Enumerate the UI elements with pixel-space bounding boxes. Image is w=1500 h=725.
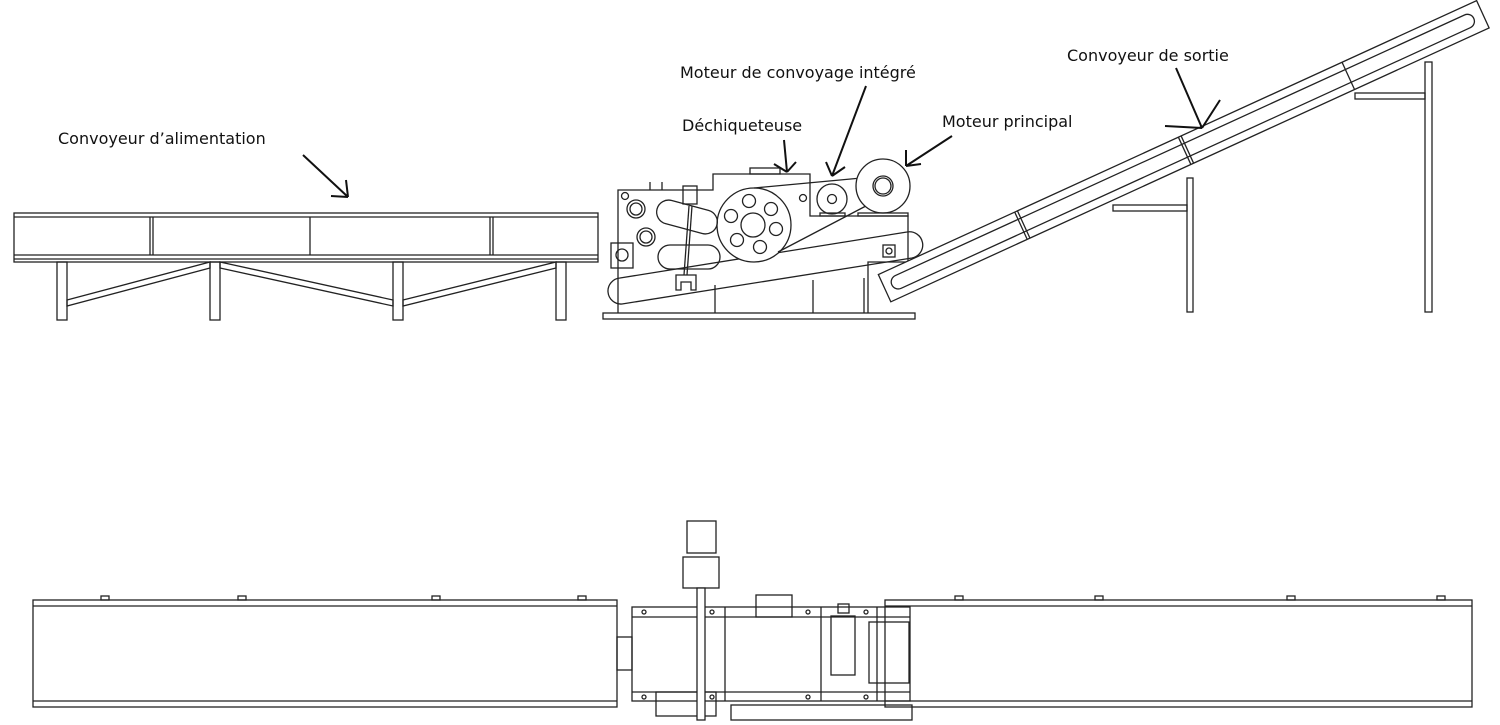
arrow-icon	[773, 139, 797, 173]
arrow-icon	[905, 135, 953, 167]
output-conveyor-side	[877, 0, 1490, 313]
feed-conveyor-side	[13, 212, 599, 321]
arrow-icon	[825, 85, 867, 177]
shredder-top	[631, 520, 913, 721]
arrow-icon	[302, 154, 349, 198]
label-integrated-conveyor-motor: Moteur de convoyage intégré	[680, 63, 916, 82]
annotations: Convoyeur d’alimentation Déchiqueteuse M…	[58, 46, 1229, 198]
shredder-side	[602, 158, 924, 320]
feed-conveyor-top	[32, 595, 633, 708]
label-shredder: Déchiqueteuse	[682, 116, 802, 135]
label-feed-conveyor: Convoyeur d’alimentation	[58, 129, 266, 148]
output-conveyor-top	[884, 595, 1473, 708]
arrow-icon	[1164, 67, 1221, 129]
label-main-motor: Moteur principal	[942, 112, 1072, 131]
label-output-conveyor: Convoyeur de sortie	[1067, 46, 1229, 65]
